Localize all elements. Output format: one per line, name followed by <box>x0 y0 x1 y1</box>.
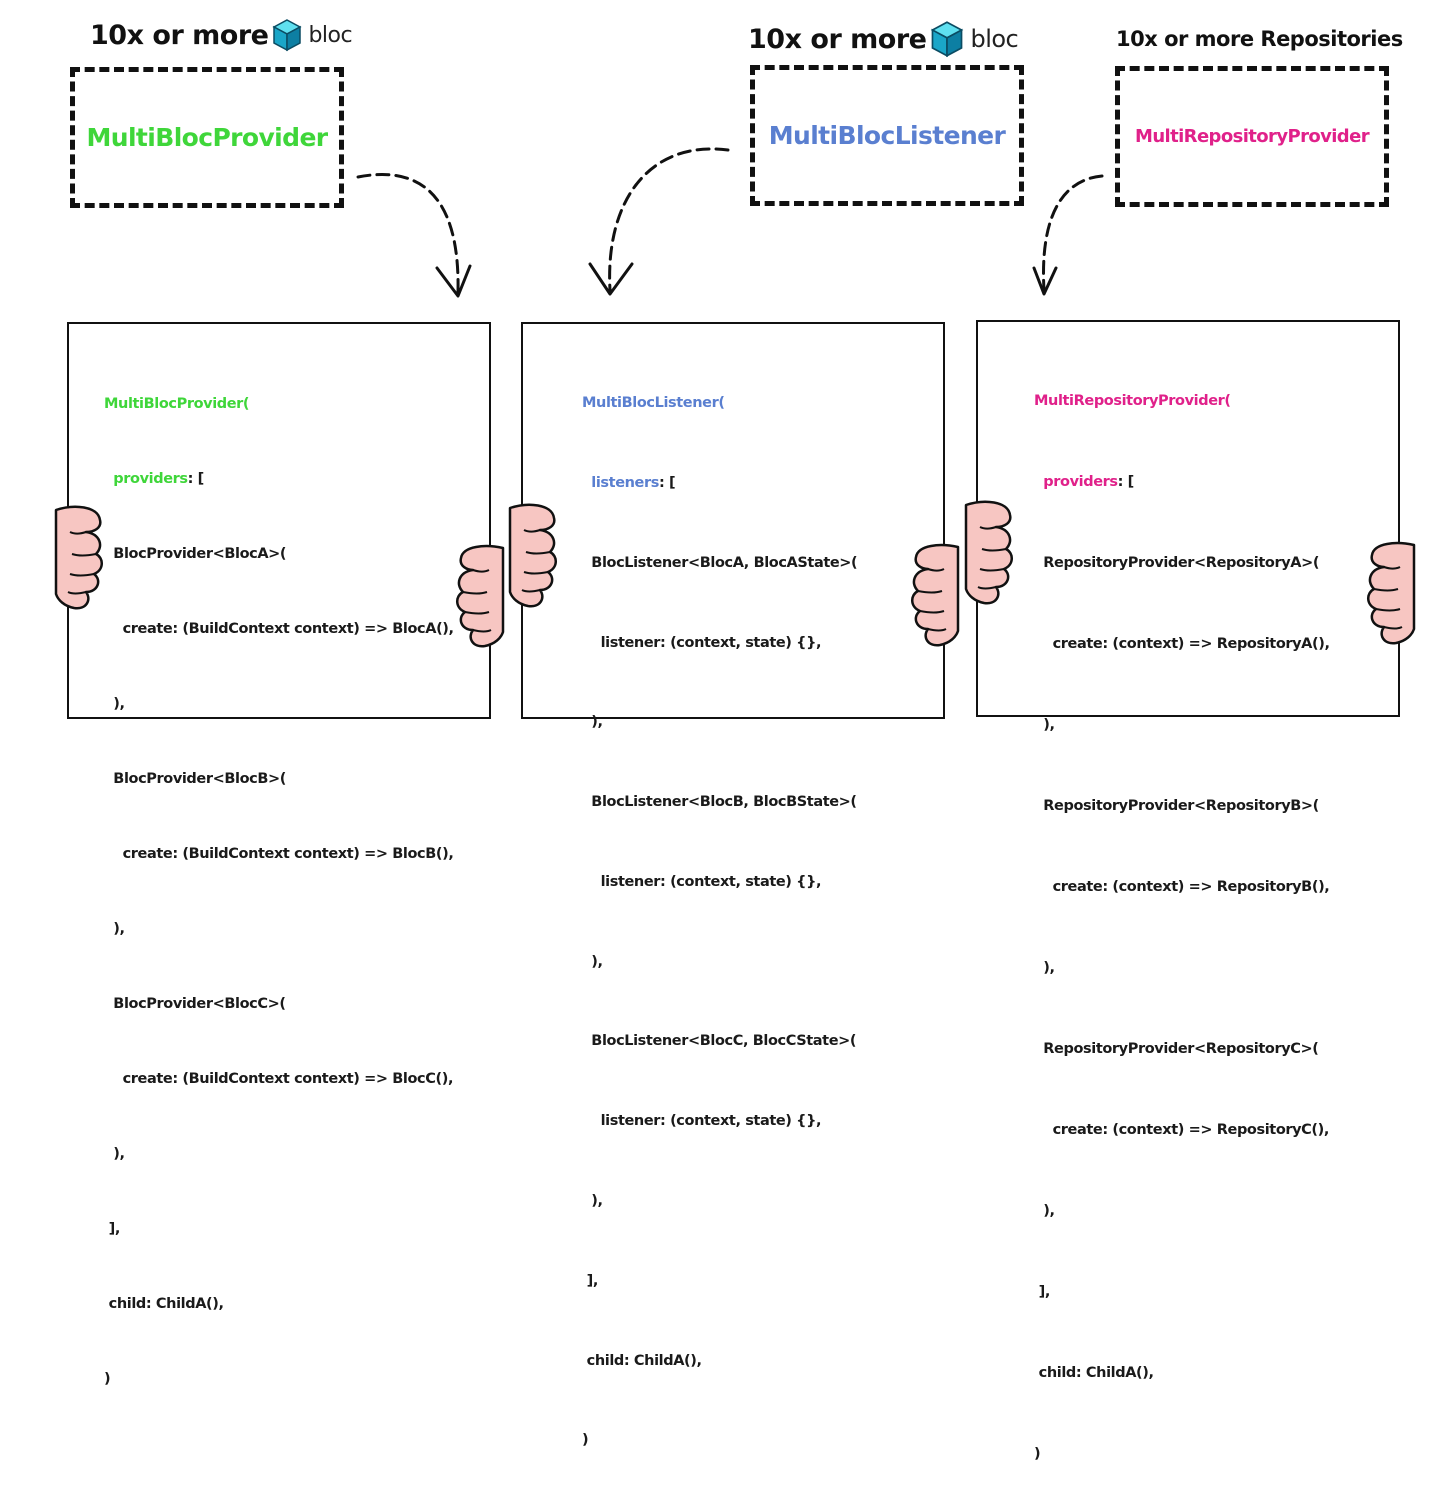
code-key: providers <box>113 471 188 487</box>
code-line: ) <box>104 1371 111 1387</box>
heading-right: 10x or more Repositories <box>1116 27 1403 51</box>
hands-layer <box>54 500 1416 648</box>
code-line: ), <box>1034 717 1055 733</box>
code-line: BlocListener<BlocC, BlocCState>( <box>582 1033 857 1050</box>
code-line: child: ChildA(), <box>1034 1365 1154 1381</box>
bloc-logo-icon <box>931 21 964 58</box>
code-line: ), <box>582 953 603 970</box>
heading-middle: 10x or more bloc <box>748 20 1019 58</box>
multi-repository-provider-label: MultiRepositoryProvider <box>1135 126 1370 147</box>
code-line: create: (BuildContext context) => BlocA(… <box>104 621 454 637</box>
left-hand-icon <box>964 500 1014 605</box>
code-line: create: (BuildContext context) => BlocC(… <box>104 1071 454 1087</box>
code-line: ), <box>104 696 125 712</box>
code-line: listener: (context, state) {}, <box>582 873 822 890</box>
heading-left-text: 10x or more <box>90 19 269 51</box>
left-hand-icon <box>54 505 104 610</box>
heading-middle-text: 10x or more <box>748 23 927 55</box>
code-line: create: (context) => RepositoryA(), <box>1034 636 1330 652</box>
right-hand-icon <box>1366 541 1416 645</box>
arrowhead-provider <box>435 264 472 298</box>
code-line: ), <box>1034 960 1055 976</box>
code-board-listener <box>521 322 945 719</box>
code-line: ), <box>582 1193 603 1209</box>
code-line: listener: (context, state) {}, <box>582 634 822 651</box>
multi-bloc-listener-box: MultiBlocListener <box>750 65 1024 206</box>
arrowhead-repository <box>1032 266 1058 296</box>
bloc-logo-word: bloc <box>308 22 353 48</box>
code-line: BlocListener<BlocA, BlocAState>( <box>582 554 858 571</box>
arrows-layer <box>356 147 1104 298</box>
code-line: create: (BuildContext context) => BlocB(… <box>104 846 454 862</box>
code-line: ), <box>104 1146 125 1162</box>
code-head: MultiRepositoryProvider( <box>1034 393 1231 409</box>
code-line: BlocProvider<BlocB>( <box>104 771 286 787</box>
code-line: RepositoryProvider<RepositoryB>( <box>1034 798 1319 814</box>
left-hand-icon <box>508 503 558 608</box>
code-board-repository <box>976 320 1400 717</box>
code-key-line: providers: [ <box>1034 469 1330 496</box>
arrow-provider <box>356 173 460 294</box>
code-head: MultiBlocListener( <box>582 395 725 412</box>
code-line: ), <box>1034 1203 1055 1219</box>
bloc-logo-icon <box>272 19 303 52</box>
code-line: create: (context) => RepositoryB(), <box>1034 879 1330 895</box>
right-hand-icon <box>455 544 505 648</box>
code-line: BlocProvider<BlocC>( <box>104 996 286 1012</box>
code-key-rest: : [ <box>658 474 676 491</box>
code-line: ), <box>104 921 125 937</box>
code-key-line: providers: [ <box>104 467 454 492</box>
code-key-rest: : [ <box>187 471 205 487</box>
code-line: create: (context) => RepositoryC(), <box>1034 1122 1330 1138</box>
code-head: MultiBlocProvider( <box>104 396 250 412</box>
code-line: ) <box>582 1432 589 1449</box>
multi-bloc-listener-label: MultiBlocListener <box>768 121 1006 150</box>
code-key: listeners <box>591 474 659 491</box>
code-line: child: ChildA(), <box>582 1352 702 1369</box>
code-line: ) <box>1034 1446 1041 1462</box>
code-line: BlocListener<BlocB, BlocBState>( <box>582 794 857 811</box>
code-line: listener: (context, state) {}, <box>582 1113 822 1130</box>
code-line: ), <box>582 714 603 731</box>
code-line: ], <box>582 1272 599 1289</box>
arrow-listener <box>608 147 730 292</box>
code-key-line: listeners: [ <box>582 470 857 497</box>
code-line: ], <box>104 1221 121 1237</box>
multi-repository-provider-box: MultiRepositoryProvider <box>1115 66 1389 207</box>
multi-bloc-provider-box: MultiBlocProvider <box>70 67 344 208</box>
arrow-repository <box>1042 174 1104 292</box>
code-line: child: ChildA(), <box>104 1296 224 1312</box>
code-key-rest: : [ <box>1117 474 1135 490</box>
code-line: ], <box>1034 1284 1051 1300</box>
code-key: providers <box>1043 474 1118 490</box>
arrowhead-listener <box>588 262 634 296</box>
code-board-provider <box>67 322 491 719</box>
multi-bloc-provider-label: MultiBlocProvider <box>86 123 328 152</box>
code-line: BlocProvider<BlocA>( <box>104 546 287 562</box>
heading-left: 10x or more bloc <box>90 18 353 52</box>
heading-right-text: 10x or more Repositories <box>1116 27 1403 51</box>
code-line: RepositoryProvider<RepositoryA>( <box>1034 555 1320 571</box>
bloc-logo-word: bloc <box>970 25 1019 53</box>
code-line: RepositoryProvider<RepositoryC>( <box>1034 1041 1319 1057</box>
right-hand-icon <box>910 543 960 647</box>
